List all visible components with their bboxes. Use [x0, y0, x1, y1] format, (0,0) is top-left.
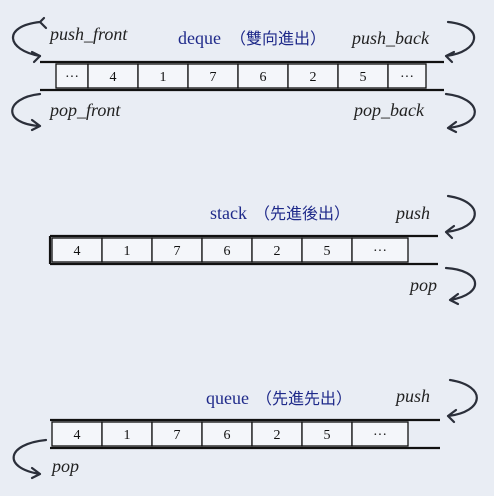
deque-push-front-arrowhead-icon	[30, 50, 42, 64]
deque-cell: ···	[387, 63, 427, 89]
queue-section: queue （先進先出） push pop 4 1 7 6 2 5 ···	[12, 378, 478, 480]
stack-cell: 2	[251, 237, 303, 263]
deque-cell-value: 7	[210, 70, 217, 85]
stack-push-label: push	[394, 203, 430, 223]
queue-cells: 4 1 7 6 2 5 ···	[51, 421, 409, 447]
queue-cell: 2	[251, 421, 303, 447]
queue-pop-label: pop	[50, 456, 79, 476]
deque-cell-value: ···	[65, 70, 79, 85]
deque-title: deque	[178, 28, 221, 48]
stack-cell-value: 6	[224, 244, 231, 259]
deque-cell: 4	[87, 63, 139, 89]
queue-cell-box	[201, 421, 253, 447]
deque-cell-box	[337, 63, 389, 89]
deque-push-front-arrow-icon	[11, 16, 48, 58]
queue-cell-box	[351, 421, 409, 447]
queue-cell-value: ···	[373, 428, 387, 443]
deque-push-front-label: push_front	[48, 24, 128, 44]
deque-pop-back-arrow-icon	[444, 92, 476, 134]
stack-cell-value: 2	[274, 244, 281, 259]
stack-cell-value: 1	[124, 244, 131, 259]
stack-section: stack （先進後出） push pop 4 1 7 6 2 5 ···	[48, 194, 477, 306]
stack-cells: 4 1 7 6 2 5 ···	[51, 237, 409, 263]
queue-cell: 4	[51, 421, 103, 447]
stack-cell: ···	[351, 237, 409, 263]
queue-cell-value: 2	[274, 428, 281, 443]
deque-cell: 6	[237, 63, 289, 89]
stack-cell: 1	[101, 237, 153, 263]
deque-cell-box	[187, 63, 239, 89]
stack-cell-value: ···	[373, 244, 387, 259]
deque-cell-box	[287, 63, 339, 89]
stack-title: stack	[210, 203, 247, 223]
queue-cell: 1	[101, 421, 153, 447]
queue-push-arrow-icon	[446, 378, 478, 424]
deque-cell-box	[387, 63, 427, 89]
queue-title: queue	[206, 388, 249, 408]
stack-pop-arrow-icon	[444, 266, 477, 306]
deque-cell-box	[137, 63, 189, 89]
queue-cell-box	[301, 421, 353, 447]
queue-cell-value: 6	[224, 428, 231, 443]
queue-cell: 6	[201, 421, 253, 447]
deque-push-back-arrow-icon	[444, 20, 476, 64]
stack-pop-label: pop	[408, 275, 437, 295]
queue-cell-value: 5	[324, 428, 331, 443]
deque-cell: 5	[337, 63, 389, 89]
stack-cell: 5	[301, 237, 353, 263]
queue-cell: 7	[151, 421, 203, 447]
deque-cell: 7	[187, 63, 239, 89]
deque-push-back-label: push_back	[350, 28, 430, 48]
queue-cell: 5	[301, 421, 353, 447]
deque-cell: 2	[287, 63, 339, 89]
deque-cell: 1	[137, 63, 189, 89]
deque-cells: ··· 4 1 7 6 2 5 ···	[55, 63, 427, 89]
queue-cell-box	[101, 421, 153, 447]
deque-cell-value: 1	[160, 70, 167, 85]
deque-cell-value: ···	[400, 70, 414, 85]
stack-cell: 4	[51, 237, 103, 263]
stack-cell-value: 4	[74, 244, 81, 259]
stack-cell-box	[351, 237, 409, 263]
deque-subtitle: （雙向進出）	[230, 29, 326, 48]
stack-cell-value: 7	[174, 244, 181, 259]
queue-cell-box	[251, 421, 303, 447]
queue-cell-value: 7	[174, 428, 181, 443]
deque-pop-front-arrow-icon	[11, 92, 42, 132]
deque-cell-value: 2	[310, 70, 317, 85]
deque-pop-back-label: pop_back	[352, 100, 425, 120]
queue-subtitle: （先進先出）	[256, 389, 352, 408]
stack-cell: 7	[151, 237, 203, 263]
stack-cell-box	[151, 237, 203, 263]
stack-cell: 6	[201, 237, 253, 263]
stack-cell-value: 5	[324, 244, 331, 259]
deque-pop-front-label: pop_front	[48, 100, 121, 120]
queue-cell-box	[51, 421, 103, 447]
stack-subtitle: （先進後出）	[254, 204, 350, 223]
deque-cell-value: 5	[360, 70, 367, 85]
queue-cell-value: 4	[74, 428, 81, 443]
deque-cell-value: 4	[110, 70, 117, 85]
queue-pop-arrow-icon	[12, 438, 48, 480]
deque-cell-value: 6	[260, 70, 267, 85]
stack-push-arrow-icon	[444, 194, 476, 240]
queue-cell: ···	[351, 421, 409, 447]
queue-push-label: push	[394, 386, 430, 406]
stack-cell-box	[251, 237, 303, 263]
deque-cell: ···	[55, 63, 89, 89]
deque-section: deque （雙向進出） push_front push_back pop_fr…	[11, 16, 476, 134]
queue-cell-value: 1	[124, 428, 131, 443]
